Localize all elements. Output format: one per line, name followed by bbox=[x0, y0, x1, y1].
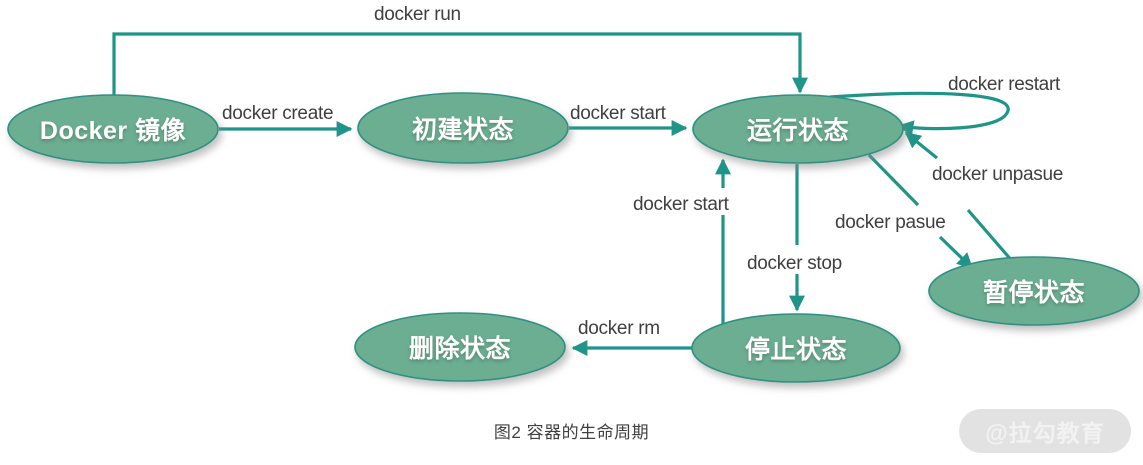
edge-docker-restart bbox=[829, 91, 1010, 137]
edge-label-docker-create: docker create bbox=[222, 103, 334, 124]
edge-docker-run bbox=[112, 32, 808, 101]
edge-label-docker-unpause: docker unpasue bbox=[932, 164, 1064, 185]
node-paused bbox=[928, 256, 1140, 326]
edge-label-docker-run: docker run bbox=[374, 4, 461, 25]
edge-label-docker-pause: docker pasue bbox=[835, 212, 946, 233]
edge-docker-unpause-seg1 bbox=[966, 208, 1015, 264]
edge-label-docker-stop: docker stop bbox=[747, 253, 842, 274]
edge-label-docker-restart: docker restart bbox=[948, 74, 1060, 95]
watermark-badge: @拉勾教育 bbox=[959, 409, 1131, 453]
edge-label-docker-start-1: docker start bbox=[570, 103, 666, 124]
node-image bbox=[7, 94, 219, 164]
edge-label-docker-start-2: docker start bbox=[633, 194, 729, 215]
figure-caption: 图2 容器的生命周期 bbox=[493, 423, 650, 442]
node-stopped bbox=[691, 313, 901, 383]
edge-docker-pause-seg1 bbox=[867, 153, 920, 207]
node-deleted bbox=[354, 312, 566, 382]
edge-docker-unpause-seg2 bbox=[904, 131, 939, 160]
node-created bbox=[357, 92, 569, 164]
edge-docker-pause-seg2 bbox=[938, 235, 974, 270]
node-running bbox=[692, 94, 904, 164]
edge-label-docker-rm: docker rm bbox=[578, 318, 660, 339]
